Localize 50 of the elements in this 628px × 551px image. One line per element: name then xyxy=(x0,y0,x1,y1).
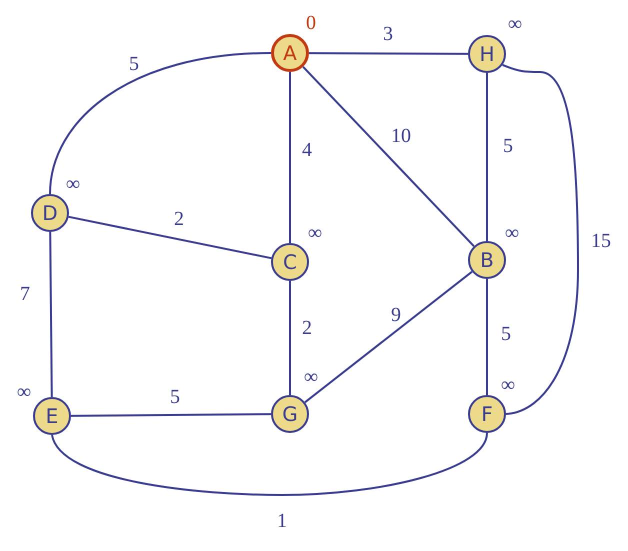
edge-weight: 5 xyxy=(129,54,139,74)
edge-weight: 2 xyxy=(302,318,312,338)
node-letter: F xyxy=(481,404,493,424)
node-letter: A xyxy=(283,43,297,63)
edge-weight: 3 xyxy=(383,24,393,44)
edge-line xyxy=(502,64,579,415)
edge-weight: 5 xyxy=(503,136,513,156)
edge-line xyxy=(289,281,291,395)
edge-weight: 9 xyxy=(391,305,401,325)
edge-line xyxy=(49,52,272,194)
node-circle xyxy=(271,243,309,281)
edge-weight: 2 xyxy=(174,209,184,229)
node-letter: G xyxy=(282,404,298,424)
edge-weight: 5 xyxy=(501,324,511,344)
edge-line xyxy=(304,270,473,404)
edge-line xyxy=(302,66,475,247)
node-letter: E xyxy=(46,406,58,426)
distance-label: ∞ xyxy=(500,375,516,395)
node-letter: B xyxy=(480,250,494,270)
edge-line xyxy=(49,232,53,398)
distance-label: ∞ xyxy=(308,223,322,243)
edge-weight: 10 xyxy=(391,126,411,146)
edge-weight: 1 xyxy=(277,511,287,531)
distance-label: 0 xyxy=(306,13,316,33)
distance-label: ∞ xyxy=(508,14,522,34)
node-letter: H xyxy=(479,44,495,64)
distance-label: ∞ xyxy=(304,367,318,387)
node-letter: D xyxy=(42,203,58,223)
edge-line xyxy=(68,216,272,260)
edge-line xyxy=(486,279,488,395)
edge-line xyxy=(309,52,468,55)
node-circle xyxy=(271,395,309,433)
node-circle xyxy=(468,35,506,73)
distance-label: ∞ xyxy=(504,223,520,243)
edge-line xyxy=(486,73,488,241)
edge-weight: 4 xyxy=(302,140,312,160)
edge-line xyxy=(51,432,488,496)
distance-label: ∞ xyxy=(66,174,80,194)
node-circle xyxy=(468,241,506,279)
start-node-circle xyxy=(271,34,309,72)
edge-line xyxy=(71,413,271,417)
edge-weight: 5 xyxy=(170,387,180,407)
distance-label: ∞ xyxy=(16,382,32,402)
edge-weight: 15 xyxy=(591,231,611,251)
node-circle xyxy=(33,397,71,435)
edge-weight: 7 xyxy=(20,284,30,304)
node-circle xyxy=(468,395,506,433)
edge-line xyxy=(289,72,291,243)
node-circle xyxy=(31,194,69,232)
node-letter: C xyxy=(283,252,297,272)
